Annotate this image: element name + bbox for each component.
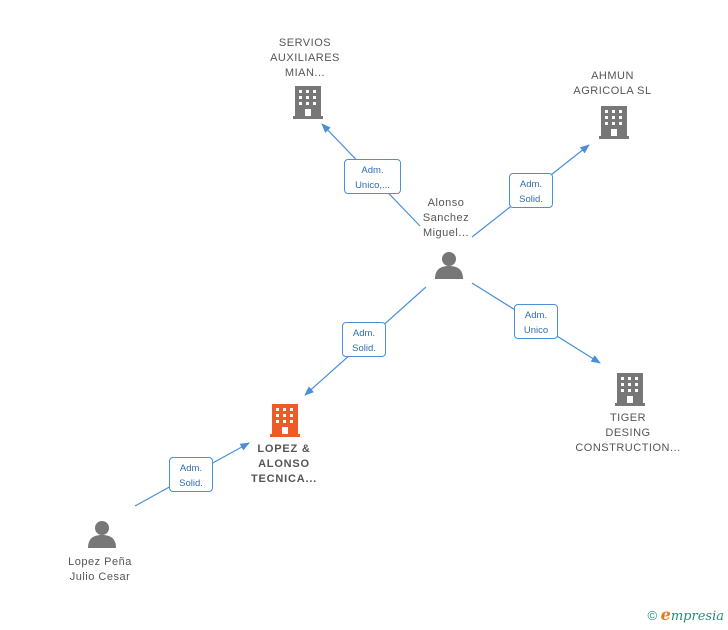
copyright-symbol: © [647, 608, 658, 623]
edge-label-line: Solid. [352, 343, 376, 354]
brand-logo: empresia [661, 605, 724, 624]
node-label-line: Lopez Peña [68, 556, 132, 568]
node-label-line: DESING [605, 427, 651, 439]
node-label-line: TIGER [609, 412, 647, 424]
edge-label-line: Adm. [352, 328, 376, 339]
building-icon[interactable] [270, 404, 300, 437]
node-label-line: Sanchez [422, 212, 470, 224]
person-icon[interactable] [435, 252, 463, 279]
edge-label-line: Unico,... [355, 180, 390, 191]
edge-label-alonso-lopez-alonso[interactable]: Adm. Solid. [342, 322, 386, 357]
node-label-line: CONSTRUCTION... [575, 442, 681, 454]
edge-label-line: Solid. [179, 478, 203, 489]
node-label-line: AGRICOLA SL [573, 85, 652, 97]
node-label-line: Julio Cesar [69, 571, 131, 583]
node-label-line: AUXILIARES [270, 52, 340, 64]
edge-label-line: Adm. [519, 179, 543, 190]
edge-label-line: Unico [523, 325, 549, 336]
node-label-line: MIAN... [284, 67, 326, 79]
node-label-tiger[interactable]: TIGER DESING CONSTRUCTION... [568, 411, 688, 456]
node-label-line: Miguel... [422, 227, 470, 239]
node-label-servios[interactable]: SERVIOS AUXILIARES MIAN... [255, 36, 355, 81]
footer-brand[interactable]: © empresia [647, 605, 724, 624]
edge-label-alonso-tiger[interactable]: Adm. Unico [514, 304, 558, 339]
edge-label-line: Adm. [524, 310, 548, 321]
node-label-ahmun[interactable]: AHMUN AGRICOLA SL [560, 69, 665, 99]
node-label-line: SERVIOS [278, 37, 332, 49]
building-icon[interactable] [293, 86, 323, 119]
edge-label-line: Adm. [361, 165, 384, 176]
node-label-line: Alonso [427, 197, 465, 209]
node-label-line: LOPEZ & [257, 443, 311, 455]
node-label-line: TECNICA... [250, 473, 318, 485]
node-label-lopez-pena[interactable]: Lopez Peña Julio Cesar [55, 555, 145, 585]
node-label-lopez-alonso[interactable]: LOPEZ & ALONSO TECNICA... [238, 442, 330, 487]
person-icon[interactable] [88, 521, 116, 548]
node-label-line: ALONSO [258, 458, 310, 470]
node-label-line: AHMUN [591, 70, 634, 82]
building-icon[interactable] [615, 373, 645, 406]
edge-label-line: Adm. [179, 463, 203, 474]
edge-label-line: Solid. [519, 194, 543, 205]
node-label-alonso[interactable]: Alonso Sanchez Miguel... [405, 196, 487, 241]
edge-label-alonso-servios[interactable]: Adm. Unico,... [344, 159, 401, 194]
edge-label-lopez-pena-lopez-alonso[interactable]: Adm. Solid. [169, 457, 213, 492]
edge-label-alonso-ahmun[interactable]: Adm. Solid. [509, 173, 553, 208]
brand-logo-initial: e [660, 605, 671, 624]
brand-logo-text: mpresia [670, 609, 724, 624]
building-icon[interactable] [599, 106, 629, 139]
